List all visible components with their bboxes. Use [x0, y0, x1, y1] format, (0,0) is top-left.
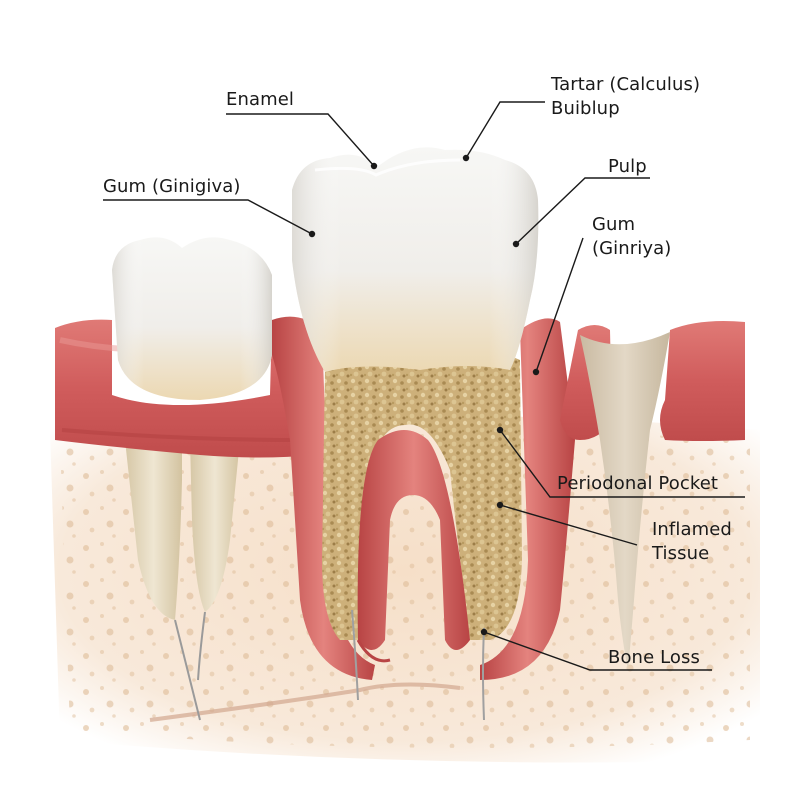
label-bone-loss: Bone Loss [608, 647, 700, 668]
label-tartar: Tartar (Calculus) Buiblup [551, 74, 701, 119]
leader-gum-right [535, 237, 584, 373]
leader-tartar [465, 101, 545, 159]
label-gum-right: Gum (Ginriya) [592, 214, 672, 259]
label-inflamed-tissue: Inflamed Tissue [652, 519, 732, 564]
leader-dots [308, 154, 540, 636]
label-enamel: Enamel [226, 89, 295, 110]
central-molar-nerves [351, 609, 485, 721]
leader-inflamed-tissue [499, 504, 638, 546]
leader-bone-loss [483, 631, 712, 671]
label-gum-left: Gum (Ginigiva) [103, 176, 241, 197]
left-tooth-roots [125, 440, 240, 721]
inflamed-root-gum [356, 430, 470, 663]
leader-gum-left [103, 199, 313, 235]
left-tooth-crown [112, 237, 272, 400]
label-pulp: Pulp [608, 156, 647, 177]
leader-pulp [515, 177, 650, 245]
bone-loss-pocket [580, 332, 670, 670]
leader-lines [103, 101, 745, 671]
leader-enamel [226, 113, 375, 167]
leader-periodontal-pocket [499, 429, 745, 498]
label-periodontal-pocket: Periodonal Pocket [557, 473, 719, 494]
tartar-deposit [322, 355, 522, 640]
central-molar-crown [292, 147, 539, 372]
